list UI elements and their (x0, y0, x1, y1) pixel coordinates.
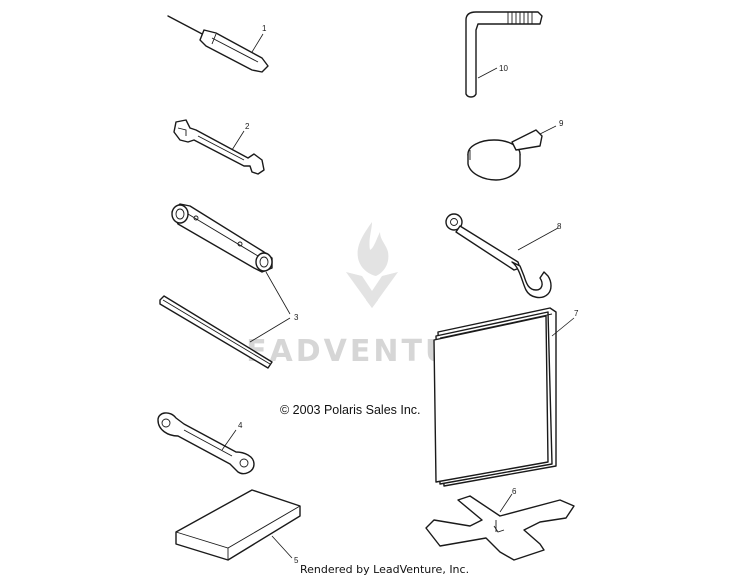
rendered-by-text: Rendered by LeadVenture, Inc. (300, 563, 469, 576)
callout-5: 5 (294, 556, 299, 565)
part-5-tool-pouch: 5 (175, 489, 301, 565)
callout-4: 4 (238, 421, 243, 430)
callout-1: 1 (262, 24, 267, 33)
part-7-manual: 7 (433, 307, 579, 487)
part-8-hook-wrench: 8 (445, 213, 562, 299)
part-1-screwdriver: 1 (167, 15, 269, 73)
callout-6: 6 (512, 487, 517, 496)
copyright-text: © 2003 Polaris Sales Inc. (280, 403, 421, 417)
callout-3-leaders: 3 (249, 271, 299, 343)
part-10-hex-key: 10 (465, 11, 543, 98)
part-9-strap: 9 (467, 119, 564, 181)
callout-7: 7 (574, 309, 579, 318)
part-3-box-spanner (171, 203, 273, 273)
part-2-open-wrench: 2 (173, 119, 265, 175)
part-4-ring-wrench: 4 (157, 412, 255, 475)
callout-3: 3 (294, 313, 299, 322)
callout-9: 9 (559, 119, 564, 128)
part-6-spanner: 6 (425, 487, 575, 561)
callout-2: 2 (245, 122, 250, 131)
part-3-tommy-bar (159, 295, 273, 369)
flame-logo-icon (346, 222, 398, 308)
callout-8: 8 (557, 222, 562, 231)
callout-10: 10 (499, 64, 508, 73)
